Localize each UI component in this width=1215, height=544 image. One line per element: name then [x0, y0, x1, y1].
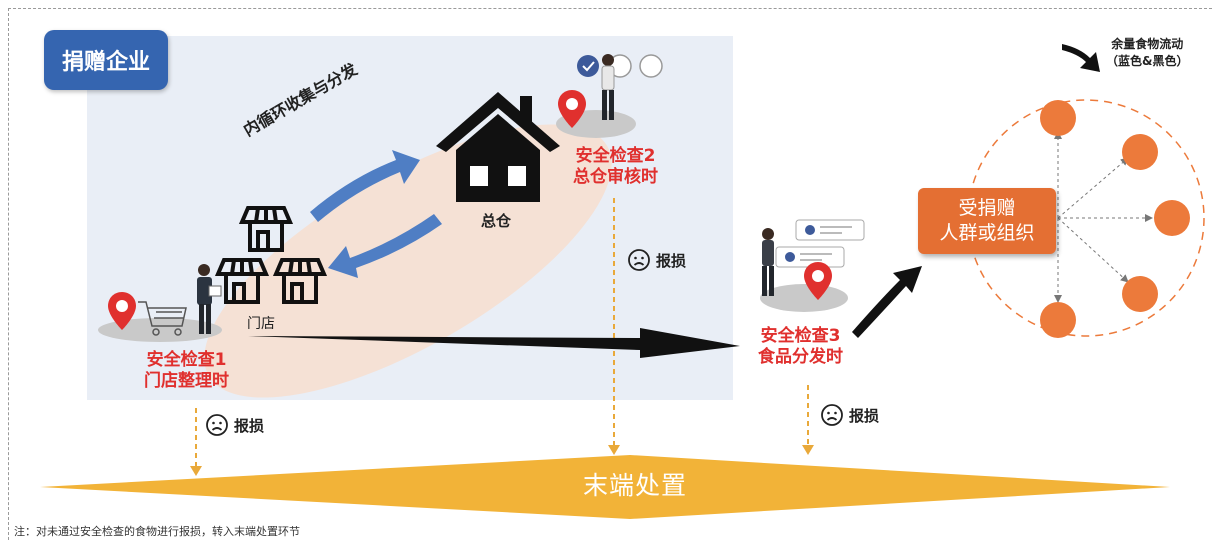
safety-check-1-stage: 门店整理时 — [144, 371, 229, 391]
legend-line-2: （蓝色&黑色） — [1106, 54, 1189, 68]
map-pin-icon — [108, 292, 136, 330]
frown-icon — [628, 249, 650, 271]
recipient-box: 受捐赠 人群或组织 — [918, 188, 1056, 254]
black-flow-arrow-to-recipient — [852, 266, 922, 338]
map-pin-icon — [558, 90, 586, 128]
loss-label-1: 报损 — [234, 416, 265, 435]
diagram-frame — [8, 8, 1212, 540]
house-icon — [436, 92, 560, 202]
blue-flow-arrow-store-to-warehouse — [310, 150, 420, 222]
map-pin-icon — [804, 262, 832, 300]
recipient-line-2: 人群或组织 — [939, 222, 1035, 244]
footnote: 注：对未通过安全检查的食物进行报损，转入末端处置环节 — [14, 525, 300, 538]
donor-enterprise-badge: 捐赠企业 — [44, 30, 168, 90]
checklist-icon — [577, 54, 663, 78]
safety-check-2-title: 安全检查2 — [575, 146, 656, 166]
safety-check-3-title: 安全检查3 — [760, 326, 841, 346]
terminal-disposal-label: 末端处置 — [582, 471, 687, 500]
legend-line-1: 余量食物流动 — [1111, 37, 1184, 51]
safety-check-2: 安全检查2 总仓审核时 — [573, 146, 658, 188]
safety-check-2-stage: 总仓审核时 — [573, 167, 658, 187]
loss-label-2: 报损 — [656, 251, 687, 270]
black-flow-arrow-store-to-distribution — [248, 328, 740, 358]
store-label: 门店 — [247, 316, 275, 332]
frown-icon — [821, 404, 843, 426]
loss-tag-3: 报损 — [820, 403, 879, 427]
safety-check-1: 安全检查1 门店整理时 — [144, 350, 229, 392]
loss-label-3: 报损 — [849, 406, 880, 425]
warehouse-label: 总仓 — [481, 212, 512, 230]
recipient-nodes — [1040, 100, 1190, 338]
checklist-icon — [775, 219, 865, 268]
network-links — [1054, 131, 1153, 303]
safety-check-3-stage: 食品分发时 — [758, 347, 843, 367]
loss-tag-2: 报损 — [627, 248, 686, 272]
safety-check-3: 安全检查3 食品分发时 — [758, 326, 843, 368]
terminal-disposal-band — [40, 455, 1170, 519]
legend: 余量食物流动 （蓝色&黑色） — [1106, 36, 1188, 70]
legend-flow-arrow — [1062, 44, 1100, 72]
store-icon — [214, 206, 328, 304]
shopping-cart-icon — [138, 301, 187, 336]
person-icon — [762, 228, 774, 296]
frown-icon — [206, 414, 228, 436]
person-icon — [197, 264, 222, 334]
recipient-line-1: 受捐赠 — [958, 197, 1016, 219]
loss-tag-1: 报损 — [205, 413, 264, 437]
person-icon — [601, 54, 615, 120]
safety-check-1-title: 安全检查1 — [146, 350, 227, 370]
blue-flow-arrow-warehouse-to-store — [328, 214, 442, 278]
